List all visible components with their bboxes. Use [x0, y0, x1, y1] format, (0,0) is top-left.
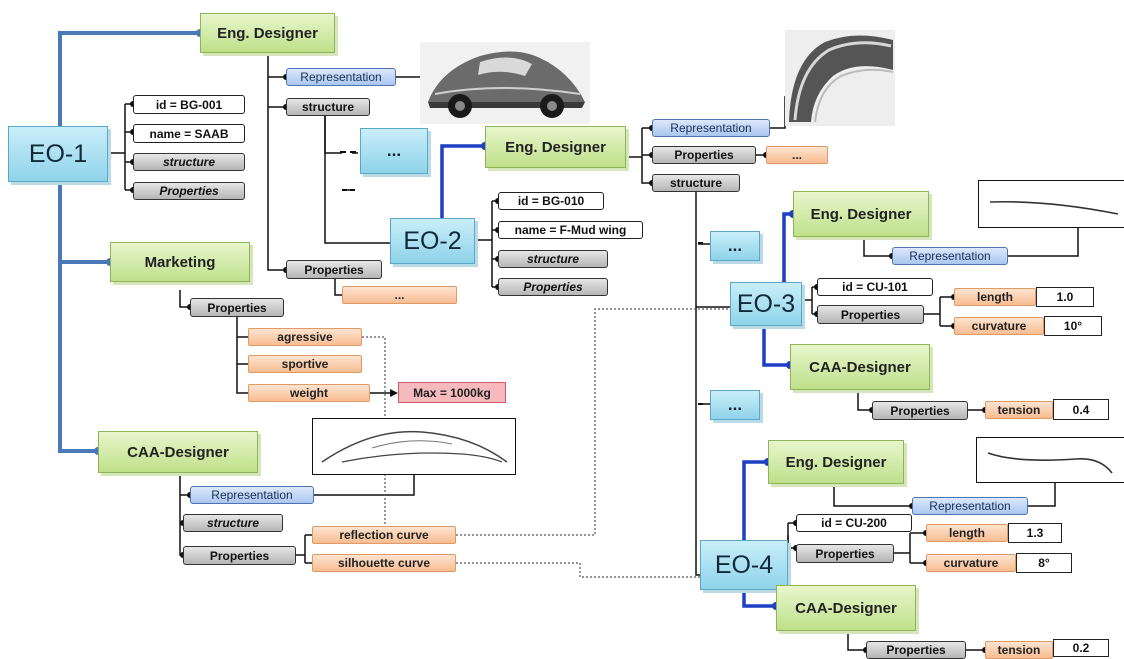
eo3-caa-properties-node: Properties [872, 401, 968, 420]
eo4-caa-designer-node: CAA-Designer [776, 585, 916, 631]
eo1-eng-properties-node: Properties [286, 260, 382, 279]
eo3-tension-property: tension [985, 401, 1053, 419]
eo4-tension-property: tension [985, 641, 1053, 659]
eo4-length-value: 1.3 [1008, 523, 1062, 543]
eo3-curvature-value: 10° [1044, 316, 1102, 336]
eo1-structure-ellipsis: ... [360, 128, 428, 174]
eo1-structure-node: structure [133, 153, 245, 171]
eo3-caa-designer-node: CAA-Designer [790, 344, 930, 390]
eo4-curve-sketch-image [976, 437, 1124, 483]
eo2-structure-ellipsis-b: ... [710, 390, 760, 420]
caa1-designer-node: CAA-Designer [98, 431, 258, 473]
eo2-id-attr: id = BG-010 [498, 192, 604, 210]
eo1-id-attr: id = BG-001 [133, 95, 245, 114]
eo4-tension-value: 0.2 [1053, 639, 1109, 657]
eo3-tension-value: 0.4 [1053, 399, 1109, 420]
eo2-name-attr: name = F-Mud wing [498, 221, 643, 239]
eo2-node: EO-2 [390, 218, 475, 264]
eo4-representation-node: Representation [912, 497, 1028, 515]
eo2-properties-node: Properties [498, 278, 608, 296]
eo2-representation-node: Representation [652, 119, 770, 137]
sportive-property: sportive [248, 355, 362, 373]
marketing-properties-node: Properties [190, 298, 284, 317]
eo1-name-attr: name = SAAB [133, 124, 245, 143]
eo1-representation-node: Representation [286, 68, 396, 86]
eo2-structure-node: structure [498, 250, 608, 268]
eo4-caa-properties-node: Properties [866, 641, 966, 659]
eo2-eng-properties-node: Properties [652, 146, 756, 164]
eo2-eng-structure-node: structure [652, 174, 740, 192]
mudwing-photo-image [785, 30, 895, 126]
eo3-representation-node: Representation [892, 247, 1008, 265]
eo3-eng-designer-node: Eng. Designer [793, 191, 929, 237]
eo4-curvature-value: 8° [1016, 553, 1072, 573]
eo2-structure-ellipsis-a: ... [710, 231, 760, 261]
eo4-id-attr: id = CU-200 [796, 514, 912, 532]
weight-property: weight [248, 384, 370, 402]
eo1-eng-structure-node: structure [286, 98, 370, 116]
eo3-curve-sketch-image [978, 180, 1124, 228]
eo3-id-attr: id = CU-101 [817, 278, 933, 296]
eo4-eng-designer-node: Eng. Designer [768, 440, 904, 484]
eo3-curvature-property: curvature [954, 317, 1044, 335]
silhouette-sketch-image [312, 418, 516, 475]
weight-value: Max = 1000kg [398, 382, 506, 403]
eo3-properties-node: Properties [817, 305, 924, 324]
eo3-node: EO-3 [730, 282, 802, 326]
eo3-length-property: length [954, 288, 1036, 306]
eo1-eng-designer-node: Eng. Designer [200, 13, 335, 53]
eo2-eng-designer-node: Eng. Designer [485, 126, 626, 168]
reflection-curve-property: reflection curve [312, 526, 456, 544]
eo4-node: EO-4 [700, 540, 788, 590]
eo4-length-property: length [926, 524, 1008, 542]
caa1-representation-node: Representation [190, 486, 314, 504]
eo2-eng-properties-ellipsis: ... [766, 146, 828, 164]
marketing-node: Marketing [110, 242, 250, 282]
caa1-structure-node: structure [183, 514, 283, 532]
silhouette-curve-property: silhouette curve [312, 554, 456, 572]
agressive-property: agressive [248, 328, 362, 346]
eo3-length-value: 1.0 [1036, 287, 1094, 307]
eo1-properties-node: Properties [133, 182, 245, 200]
caa1-properties-node: Properties [183, 546, 296, 565]
eo4-curvature-property: curvature [926, 554, 1016, 572]
eo1-node: EO-1 [8, 126, 108, 182]
eo1-eng-properties-ellipsis: ... [342, 286, 457, 304]
eo4-properties-node: Properties [796, 544, 894, 563]
car-photo-image [420, 42, 590, 124]
